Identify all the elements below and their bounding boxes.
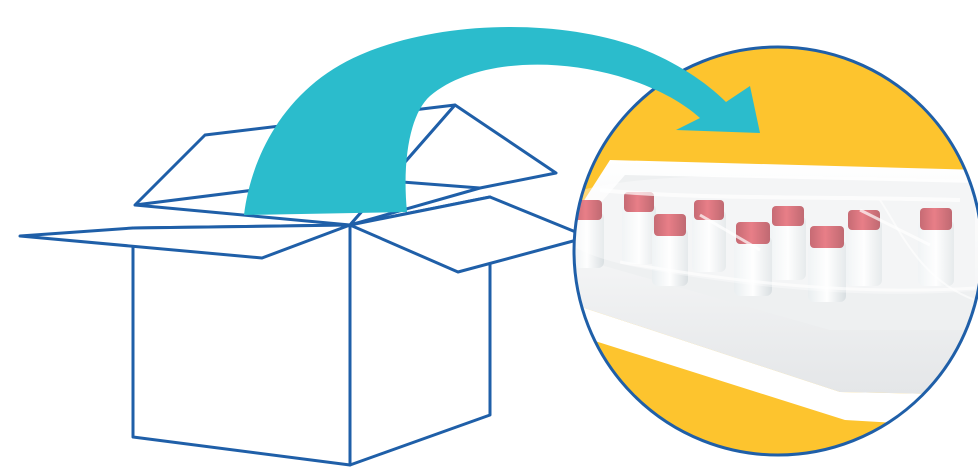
product-circle bbox=[560, 47, 978, 455]
box-front-left-face bbox=[133, 225, 350, 465]
product-photo bbox=[560, 160, 978, 428]
